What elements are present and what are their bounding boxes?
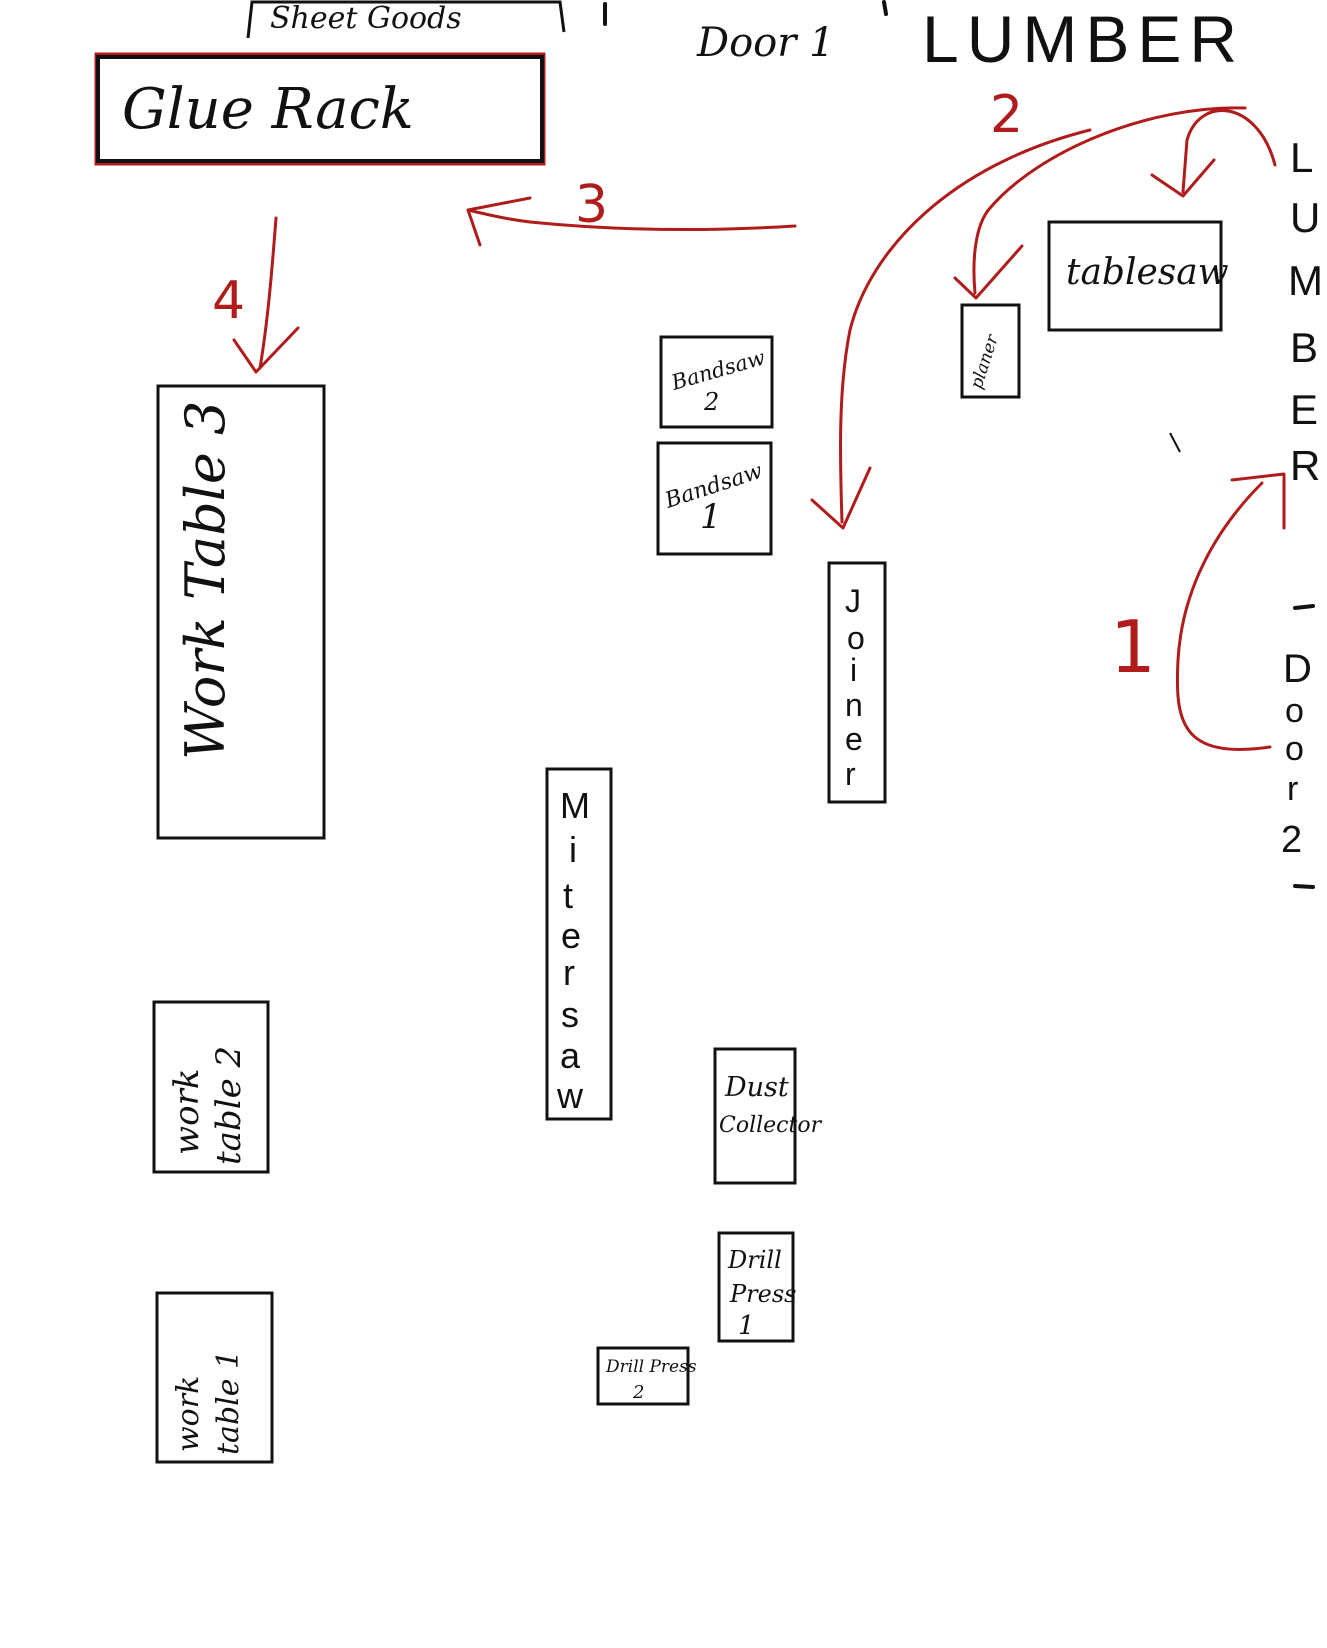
svg-text:i: i — [850, 652, 857, 688]
svg-text:o: o — [847, 620, 865, 656]
tablesaw-label: tablesaw — [1066, 252, 1229, 293]
door-1-mark-right — [882, 0, 888, 16]
planer: planer — [960, 303, 1021, 399]
tablesaw: tablesaw — [1047, 220, 1229, 332]
work-table-1-label-line2: table 1 — [211, 1350, 246, 1455]
door-2-label: D o o r 2 — [1281, 647, 1312, 861]
dust-collector: Dust Collector — [713, 1047, 823, 1185]
drill-press-2-label-line1: Drill Press — [605, 1357, 697, 1377]
work-table-2: work table 2 — [152, 1000, 270, 1174]
svg-text:o: o — [1285, 692, 1304, 730]
drill-press-2-label-line2: 2 — [632, 1382, 644, 1403]
miter-saw: M i t e r s a w — [545, 767, 613, 1121]
glue-rack-label: Glue Rack — [122, 77, 414, 142]
svg-text:r: r — [845, 756, 856, 792]
flow-arrow-4: 4 — [212, 216, 300, 374]
work-table-3-label: Work Table 3 — [174, 401, 237, 760]
svg-text:e: e — [561, 915, 581, 956]
svg-text:M: M — [560, 785, 590, 826]
drill-press-1-label-line1: Drill — [727, 1246, 782, 1274]
flow-step-1-label: 1 — [1110, 605, 1156, 689]
drill-press-1: Drill Press 1 — [717, 1231, 796, 1343]
bandsaw-2-number: 2 — [703, 388, 719, 416]
flow-step-3-label: 3 — [575, 175, 608, 235]
svg-text:L: L — [1290, 134, 1313, 181]
lumber-top-label: LUMBER — [922, 2, 1245, 76]
work-table-2-label-line2: table 2 — [209, 1046, 249, 1165]
bandsaw-1: Bandsaw 1 — [656, 441, 773, 556]
svg-text:o: o — [1285, 730, 1304, 768]
svg-text:r: r — [1287, 770, 1298, 808]
door-2-mark-bottom — [1293, 884, 1315, 889]
planer-label: planer — [967, 332, 1003, 392]
work-table-3: Work Table 3 — [156, 384, 326, 840]
svg-text:B: B — [1290, 324, 1318, 371]
svg-text:a: a — [560, 1035, 581, 1076]
flow-step-4-label: 4 — [212, 271, 245, 331]
svg-text:J: J — [845, 583, 861, 619]
drill-press-2: Drill Press 2 — [596, 1346, 697, 1406]
bandsaw-1-number: 1 — [700, 497, 722, 537]
drill-press-1-label-line3: 1 — [738, 1311, 755, 1341]
work-table-1-label-line1: work — [171, 1376, 206, 1452]
flow-arrow-3: 3 — [466, 175, 797, 247]
joiner: J o i n e r — [827, 561, 887, 804]
sheet-goods-area: Sheet Goods — [246, 0, 566, 39]
work-table-2-label-line1: work — [167, 1069, 207, 1155]
svg-text:R: R — [1290, 442, 1320, 489]
flow-arrow-2: 2 — [810, 85, 1277, 530]
svg-text:i: i — [569, 829, 577, 870]
bandsaw-2: Bandsaw 2 — [659, 335, 774, 429]
door-2-mark-top — [1293, 604, 1315, 610]
work-table-1: work table 1 — [155, 1291, 274, 1464]
lumber-side-label: L U M B E R — [1288, 134, 1323, 489]
glue-rack: Glue Rack — [94, 52, 546, 166]
svg-text:w: w — [556, 1075, 584, 1116]
svg-text:E: E — [1290, 386, 1318, 433]
svg-text:M: M — [1288, 257, 1323, 304]
dust-collector-label-line2: Collector — [719, 1113, 823, 1138]
svg-text:n: n — [845, 687, 863, 723]
dust-collector-label-line1: Dust — [724, 1072, 789, 1103]
flow-step-2-label: 2 — [990, 85, 1023, 145]
svg-text:s: s — [561, 994, 579, 1035]
sheet-goods-label: Sheet Goods — [270, 1, 462, 36]
flow-arrow-1: 1 — [1110, 472, 1286, 751]
svg-text:D: D — [1283, 647, 1312, 691]
drill-press-1-label-line2: Press — [729, 1280, 796, 1308]
svg-text:U: U — [1290, 194, 1320, 241]
door-1-label: Door 1 — [696, 20, 835, 66]
svg-text:r: r — [563, 952, 575, 993]
stray-mark — [1169, 432, 1181, 453]
svg-text:t: t — [563, 875, 573, 916]
svg-text:e: e — [845, 721, 863, 757]
svg-text:2: 2 — [1281, 819, 1302, 861]
